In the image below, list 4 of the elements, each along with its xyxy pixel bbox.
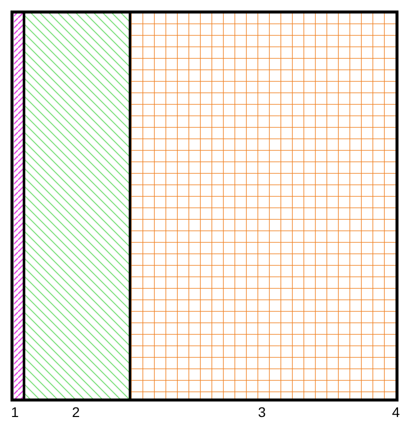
layer-number: 4 bbox=[392, 404, 400, 420]
layer-number: 3 bbox=[258, 404, 266, 420]
layer-number: 2 bbox=[72, 404, 80, 420]
layer-number: 1 bbox=[11, 404, 19, 420]
